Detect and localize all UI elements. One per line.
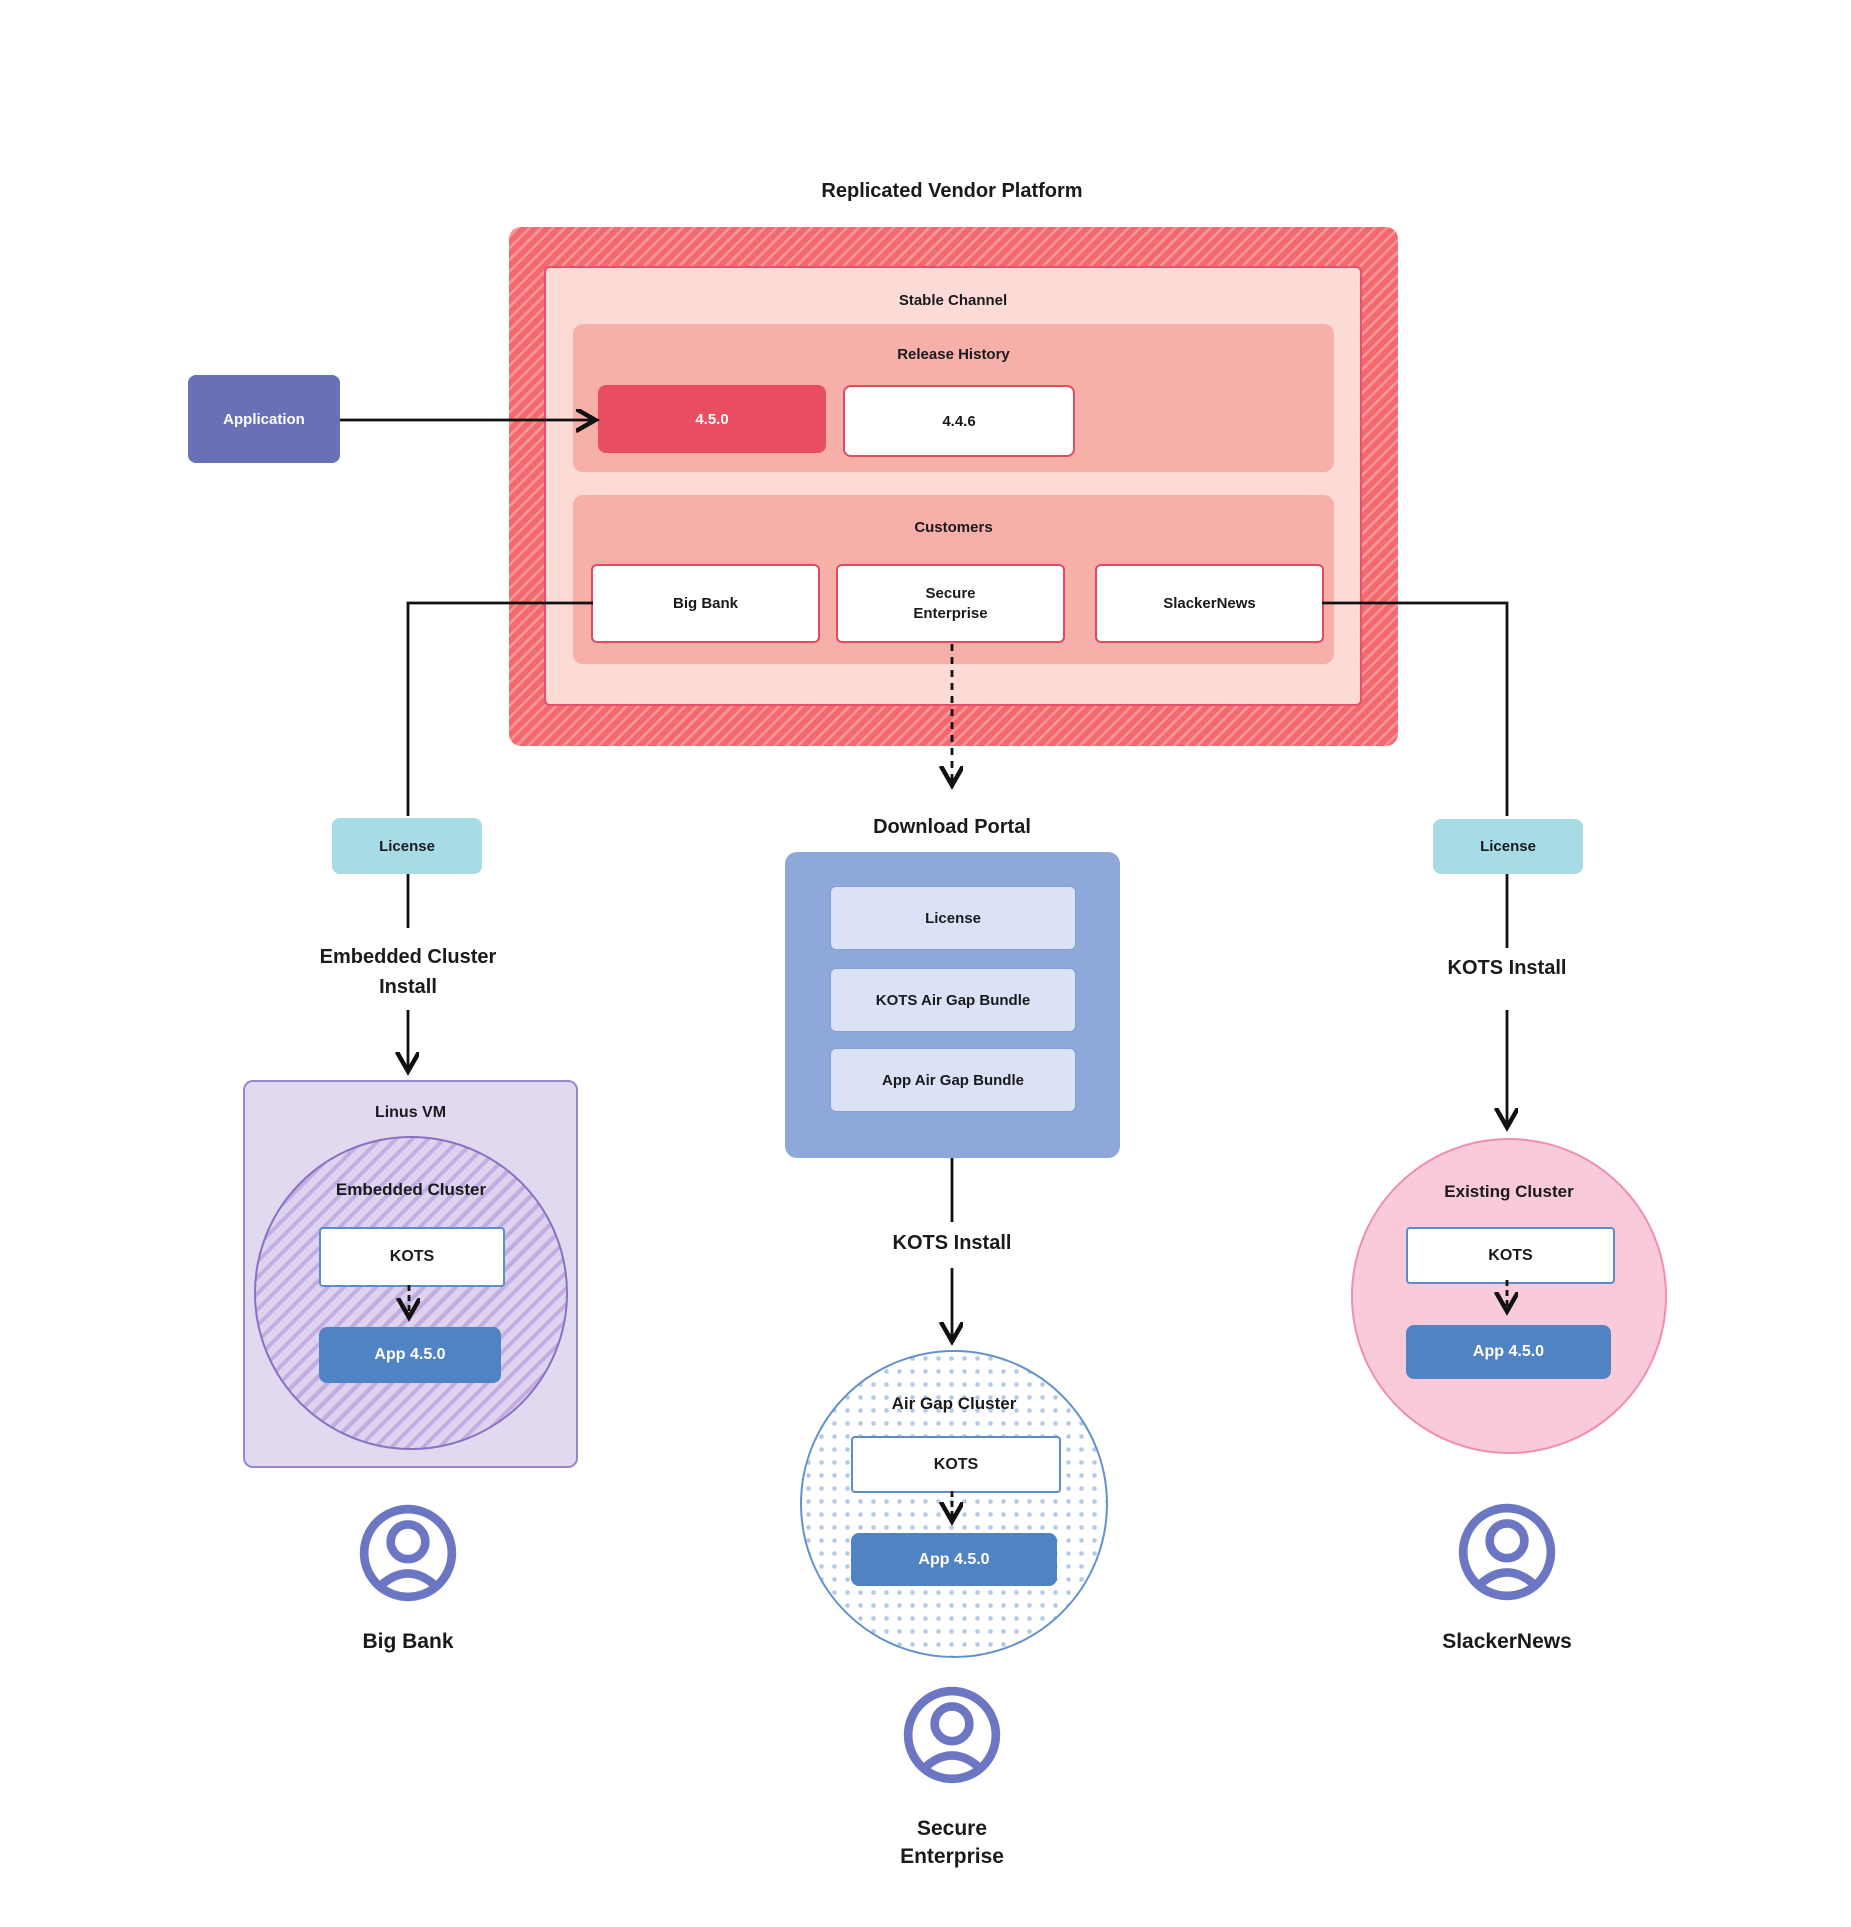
existing-cluster-label: Existing Cluster [1444, 1182, 1574, 1201]
kots-install-label-middle: KOTS Install [892, 1232, 1012, 1254]
kots-box-airgap: KOTS [851, 1436, 1061, 1493]
linus-vm-label: Linus VM [374, 1104, 447, 1121]
linus-vm-box: Linus VM Embedded Cluster KOTS App 4.5.0 [243, 1080, 578, 1468]
install-label-line1: Embedded Cluster [319, 946, 497, 968]
license-box-left: License [332, 818, 482, 874]
big-bank-user-icon [357, 1502, 459, 1604]
portal-item-app-bundle: App Air Gap Bundle [830, 1048, 1076, 1112]
embedded-cluster-circle: Embedded Cluster KOTS App 4.5.0 [254, 1136, 568, 1450]
customer-box-slackernews: SlackerNews [1095, 564, 1324, 643]
download-portal-box: License KOTS Air Gap Bundle App Air Gap … [785, 852, 1120, 1158]
secure-label-line2: Enterprise [900, 1845, 1004, 1868]
stable-channel-label: Stable Channel [898, 292, 1008, 309]
release-version-previous: 4.4.6 [843, 385, 1075, 457]
slackernews-user-icon [1456, 1501, 1558, 1603]
app-box-embedded: App 4.5.0 [319, 1327, 501, 1383]
stable-channel-box: Stable Channel Release History 4.5.0 4.4… [544, 266, 1362, 706]
vendor-platform-container: Stable Channel Release History 4.5.0 4.4… [509, 227, 1398, 746]
portal-item-license: License [830, 886, 1076, 950]
customer-secure-line2: Enterprise [913, 604, 988, 622]
kots-install-label-right: KOTS Install [1447, 957, 1567, 979]
secure-enterprise-user-icon [901, 1684, 1003, 1786]
secure-enterprise-label: Secure Enterprise [852, 1815, 1052, 1871]
slackernews-label: SlackerNews [1442, 1630, 1572, 1653]
customer-box-secure-enterprise: Secure Enterprise [836, 564, 1065, 643]
customer-secure-line1: Secure [925, 584, 976, 602]
embedded-cluster-install-label: Embedded Cluster Install [258, 942, 558, 1002]
application-box: Application [188, 375, 340, 463]
kots-box-embedded: KOTS [319, 1227, 505, 1287]
license-box-right: License [1433, 819, 1583, 874]
app-box-airgap: App 4.5.0 [851, 1533, 1057, 1586]
customers-group: Customers Big Bank Secure Enterprise Sla… [573, 495, 1334, 664]
portal-item-kots-bundle: KOTS Air Gap Bundle [830, 968, 1076, 1032]
air-gap-cluster-circle: Air Gap Cluster KOTS App 4.5.0 [800, 1350, 1108, 1658]
install-label-line2: Install [379, 976, 437, 998]
kots-box-existing: KOTS [1406, 1227, 1615, 1284]
diagram-title: Replicated Vendor Platform [821, 179, 1083, 202]
air-gap-cluster-label: Air Gap Cluster [891, 1394, 1017, 1413]
customer-box-big-bank: Big Bank [591, 564, 820, 643]
existing-cluster-circle: Existing Cluster KOTS App 4.5.0 [1351, 1138, 1667, 1454]
secure-label-line1: Secure [916, 1817, 988, 1840]
big-bank-label: Big Bank [362, 1630, 454, 1653]
release-history-label: Release History [897, 346, 1010, 363]
download-portal-label: Download Portal [873, 816, 1031, 838]
release-history-group: Release History 4.5.0 4.4.6 [573, 324, 1334, 472]
release-version-current: 4.5.0 [598, 385, 826, 453]
customers-label: Customers [914, 519, 993, 536]
embedded-cluster-label: Embedded Cluster [335, 1180, 487, 1199]
app-box-existing: App 4.5.0 [1406, 1325, 1611, 1379]
